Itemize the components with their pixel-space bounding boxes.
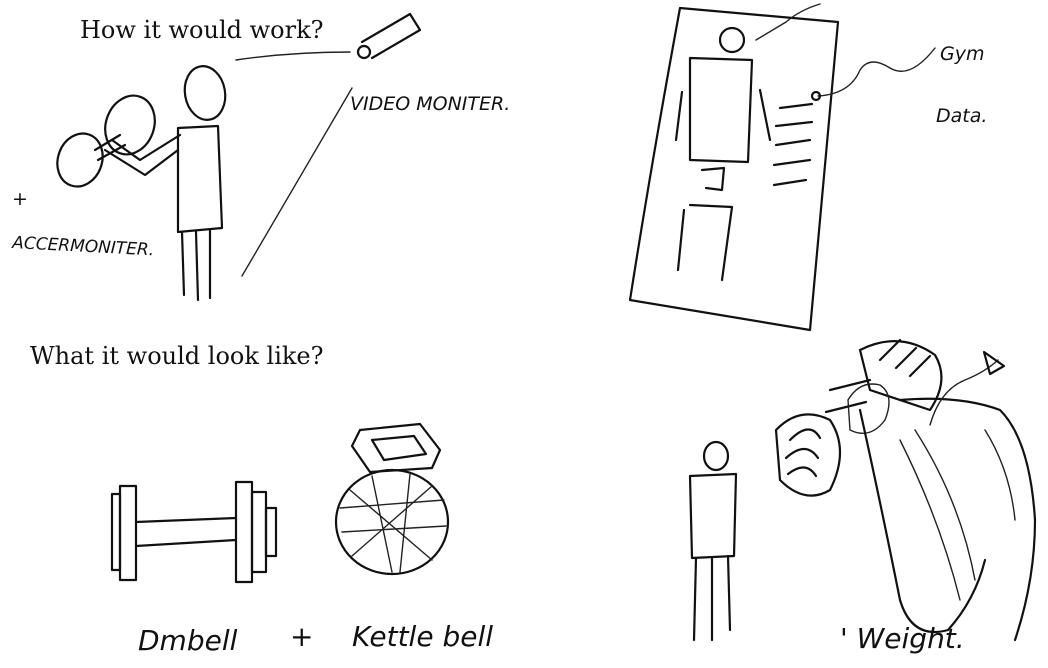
heading-how-it-works: How it would work?: [80, 16, 324, 44]
standing-person-legs: [694, 556, 730, 640]
person-legs: [182, 230, 210, 300]
weight-top-ridges: [880, 340, 930, 376]
person-torso: [178, 126, 222, 232]
camera-pointer-line: [236, 52, 350, 60]
screen-figure-legs: [678, 168, 732, 280]
dumbbell-right-collar: [252, 492, 266, 572]
accelerometer-label: ACCERMONITER.: [11, 233, 155, 260]
heading-what-it-looks-like: What it would look like?: [30, 342, 323, 370]
person-lifting-sketch: [50, 63, 229, 300]
weight-bottom-plate: [776, 414, 840, 495]
person-head: [181, 63, 230, 123]
camera-lens: [358, 46, 370, 58]
screen-frame: [630, 8, 838, 330]
gym-data-screen-sketch: [630, 4, 935, 330]
curling-hand: [848, 384, 889, 433]
kettlebell-sketch: [336, 424, 448, 574]
dumbbell-sketch: [112, 482, 276, 582]
kettlebell-handle-outer: [352, 424, 440, 472]
video-monitor-label: VIDEO MONITER.: [350, 93, 510, 115]
gym-data-label-line1: Gym: [940, 43, 984, 65]
dumbbell-label: Dmbell: [138, 624, 238, 657]
camera-sight-line: [242, 88, 352, 276]
accelerometer-plus: +: [12, 188, 28, 210]
dumbbell-plate-lower: [50, 127, 110, 193]
weight-label: ' Weight.: [840, 622, 965, 655]
screen-data-lines: [774, 104, 812, 185]
screen-figure-torso: [690, 58, 752, 162]
screen-figure-head: [720, 28, 744, 52]
dumbbell-bar: [136, 518, 236, 546]
dumbbell-left-plate: [120, 486, 136, 580]
plus-sign-label: +: [290, 620, 313, 653]
standing-person-head: [704, 442, 728, 470]
gym-data-label-line2: Data.: [936, 105, 987, 127]
standing-person-sketch: [690, 442, 736, 640]
arm-shading: [900, 430, 1015, 600]
arm-curl-sketch: [776, 340, 1035, 640]
video-camera-sketch: [236, 14, 420, 276]
weight-bottom-ridges: [786, 429, 820, 476]
dumbbell-right-plate: [236, 482, 252, 582]
dumbbell-left-collar: [112, 494, 120, 570]
person-arm: [105, 135, 180, 175]
screen-top-pointer: [756, 4, 820, 40]
dumbbell-right-end: [266, 508, 276, 556]
kettlebell-facets: [340, 474, 446, 572]
standing-person-torso: [690, 474, 736, 558]
kettlebell-handle-inner: [372, 436, 426, 460]
kettlebell-label: Kettle bell: [352, 620, 493, 653]
